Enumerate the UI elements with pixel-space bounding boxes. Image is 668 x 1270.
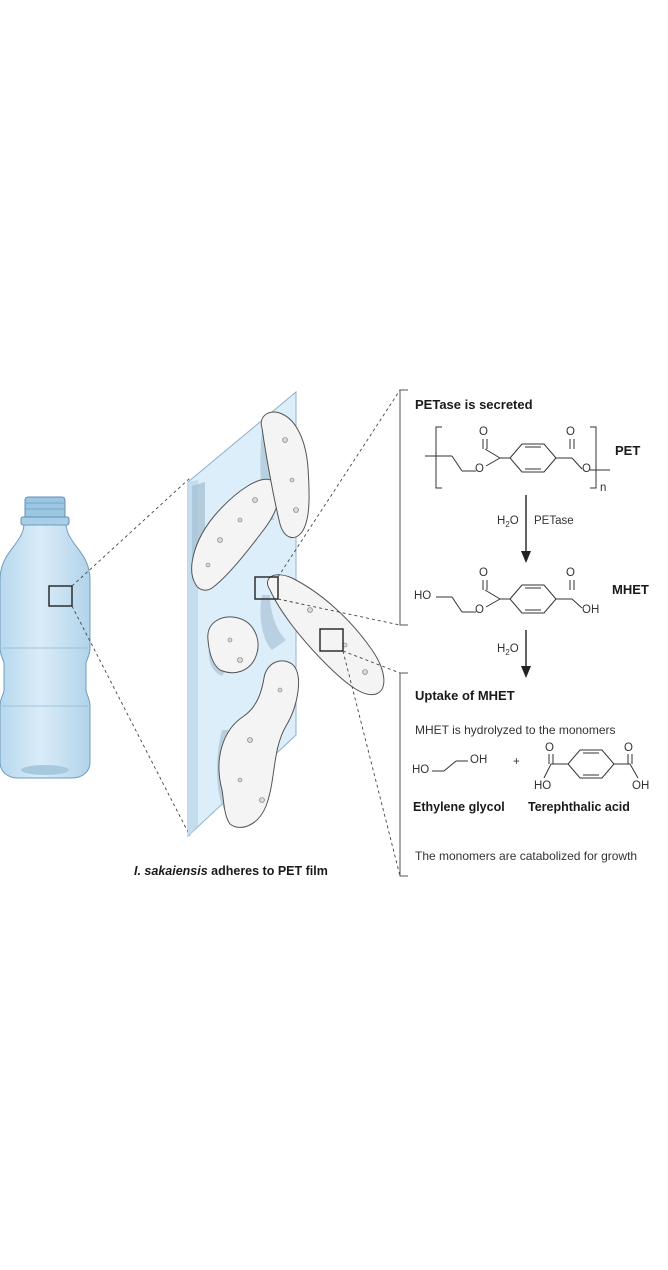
figure-caption: I. sakaiensis adheres to PET film — [134, 864, 328, 878]
mhet-oh: OH — [582, 604, 600, 616]
terephthalic-acid-structure — [543, 749, 639, 779]
plus-sign: + — [513, 756, 520, 768]
tpa-ho: HO — [534, 780, 552, 792]
mhet-label: MHET — [612, 582, 649, 597]
pet-label: PET — [615, 443, 641, 458]
film-zoom-box-2 — [319, 628, 344, 652]
pet-carbonyl-o-right: O — [566, 426, 575, 438]
plastic-bottle — [0, 496, 91, 779]
hydrolysis-note: MHET is hydrolyzed to the monomers — [415, 723, 616, 737]
species-name: I. sakaiensis — [134, 864, 208, 878]
pet-ester-o-left: O — [475, 463, 484, 475]
bacterium-5 — [218, 660, 299, 828]
pet-structure — [425, 426, 610, 489]
mhet-ho: HO — [414, 590, 432, 602]
eg-oh: OH — [470, 754, 488, 766]
film-zoom-box-1 — [254, 576, 279, 600]
ethylene-glycol-label: Ethylene glycol — [413, 800, 505, 814]
panel-brackets — [399, 389, 408, 877]
bottle-cap — [24, 496, 66, 520]
step2-heading: Uptake of MHET — [415, 688, 515, 703]
terephthalic-acid-label: Terephthalic acid — [528, 800, 630, 814]
bacteria-cells — [191, 411, 385, 828]
bottle-body — [0, 524, 91, 779]
tpa-oh: OH — [632, 780, 650, 792]
bottle-zoom-box — [48, 585, 73, 607]
mhet-carbonyl-o-right: O — [566, 567, 575, 579]
catabolism-note: The monomers are catabolized for growth — [415, 849, 638, 863]
caption-rest: adheres to PET film — [207, 864, 328, 878]
ethylene-glycol-structure — [432, 760, 468, 772]
reaction-arrow-1 — [521, 495, 531, 563]
zoom-lines-film — [277, 389, 401, 877]
repeat-subscript: n — [600, 482, 607, 494]
mhet-structure — [436, 580, 583, 614]
mhet-ester-o: O — [475, 604, 484, 616]
bacterium-4 — [207, 616, 259, 674]
zoom-lines-bottle — [71, 477, 191, 837]
eg-ho: HO — [412, 764, 430, 776]
arrow1-water: H2O — [497, 515, 519, 529]
bacterium-2 — [260, 411, 310, 539]
pet-ester-o-right: O — [582, 463, 591, 475]
tpa-carbonyl-o-left: O — [545, 742, 554, 754]
reaction-arrow-2 — [521, 630, 531, 678]
arrow1-enzyme: PETase — [534, 515, 574, 527]
pet-carbonyl-o-left: O — [479, 426, 488, 438]
step1-heading: PETase is secreted — [415, 397, 533, 412]
arrow2-water: H2O — [497, 643, 519, 657]
tpa-carbonyl-o-right: O — [624, 742, 633, 754]
bacterium-3 — [267, 574, 385, 696]
mhet-carbonyl-o-left: O — [479, 567, 488, 579]
